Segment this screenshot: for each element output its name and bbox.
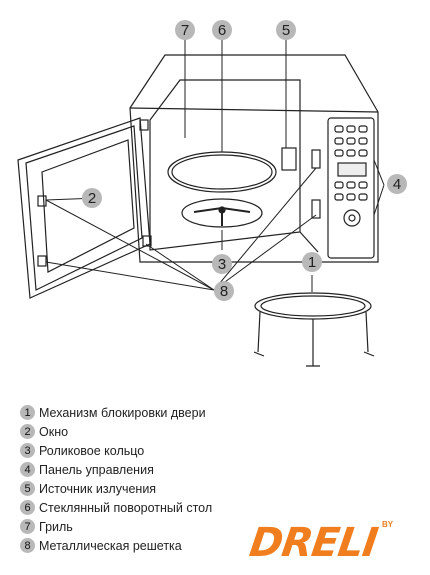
legend-label: Панель управления bbox=[39, 462, 154, 477]
leader-lines bbox=[45, 40, 385, 292]
legend-number: 5 bbox=[20, 481, 35, 496]
legend-item-1: 1 Механизм блокировки двери bbox=[20, 403, 250, 422]
svg-text:5: 5 bbox=[282, 22, 290, 39]
callout-6: 6 bbox=[212, 20, 232, 40]
svg-text:6: 6 bbox=[218, 22, 226, 39]
radiation-source bbox=[281, 147, 297, 171]
roller-ring bbox=[181, 198, 263, 228]
logo-text: DRELI bbox=[246, 520, 380, 566]
legend-label: Металлическая решетка bbox=[39, 538, 182, 553]
callout-1: 1 bbox=[302, 252, 322, 272]
legend-label: Механизм блокировки двери bbox=[39, 405, 206, 420]
callout-5: 5 bbox=[276, 20, 296, 40]
legend-number: 8 bbox=[20, 538, 35, 553]
callout-8: 8 bbox=[214, 281, 234, 301]
legend-item-4: 4 Панель управления bbox=[20, 460, 250, 479]
legend-label: Гриль bbox=[39, 519, 73, 534]
svg-text:7: 7 bbox=[181, 22, 189, 39]
legend-item-6: 6 Стеклянный поворотный стол bbox=[20, 498, 250, 517]
control-panel bbox=[327, 117, 375, 259]
legend-item-8: 8 Металлическая решетка bbox=[20, 536, 250, 555]
legend-item-3: 3 Роликовое кольцо bbox=[20, 441, 250, 460]
legend-number: 4 bbox=[20, 462, 35, 477]
legend-number: 6 bbox=[20, 500, 35, 515]
callouts: 7 6 5 2 4 3 1 8 bbox=[82, 20, 407, 301]
display bbox=[337, 162, 367, 177]
callout-4: 4 bbox=[387, 174, 407, 194]
legend-number: 7 bbox=[20, 519, 35, 534]
glass-turntable bbox=[167, 151, 277, 193]
brand-logo: DRELI BY bbox=[232, 518, 422, 570]
legend: 1 Механизм блокировки двери 2 Окно 3 Роликово… bbox=[20, 403, 250, 555]
legend-number: 1 bbox=[20, 405, 35, 420]
callout-2: 2 bbox=[82, 188, 102, 208]
svg-text:1: 1 bbox=[308, 254, 316, 271]
callout-3: 3 bbox=[212, 254, 232, 274]
legend-number: 2 bbox=[20, 424, 35, 439]
metal-rack bbox=[254, 292, 372, 320]
logo-superscript: BY bbox=[382, 520, 394, 529]
legend-label: Окно bbox=[39, 424, 69, 439]
microwave-diagram: 7 6 5 2 4 3 1 8 bbox=[17, 20, 407, 367]
svg-text:4: 4 bbox=[393, 176, 401, 193]
legend-number: 3 bbox=[20, 443, 35, 458]
legend-item-2: 2 Окно bbox=[20, 422, 250, 441]
svg-text:8: 8 bbox=[220, 283, 228, 300]
svg-text:2: 2 bbox=[88, 190, 96, 207]
legend-item-7: 7 Гриль bbox=[20, 517, 250, 536]
legend-label: Источник излучения bbox=[39, 481, 157, 496]
legend-item-5: 5 Источник излучения bbox=[20, 479, 250, 498]
callout-7: 7 bbox=[175, 20, 195, 40]
svg-text:3: 3 bbox=[218, 256, 226, 273]
legend-label: Роликовое кольцо bbox=[39, 443, 145, 458]
door bbox=[17, 117, 151, 299]
knob bbox=[343, 209, 361, 227]
microwave-body bbox=[17, 54, 379, 367]
window bbox=[41, 139, 135, 273]
legend-label: Стеклянный поворотный стол bbox=[39, 500, 213, 515]
